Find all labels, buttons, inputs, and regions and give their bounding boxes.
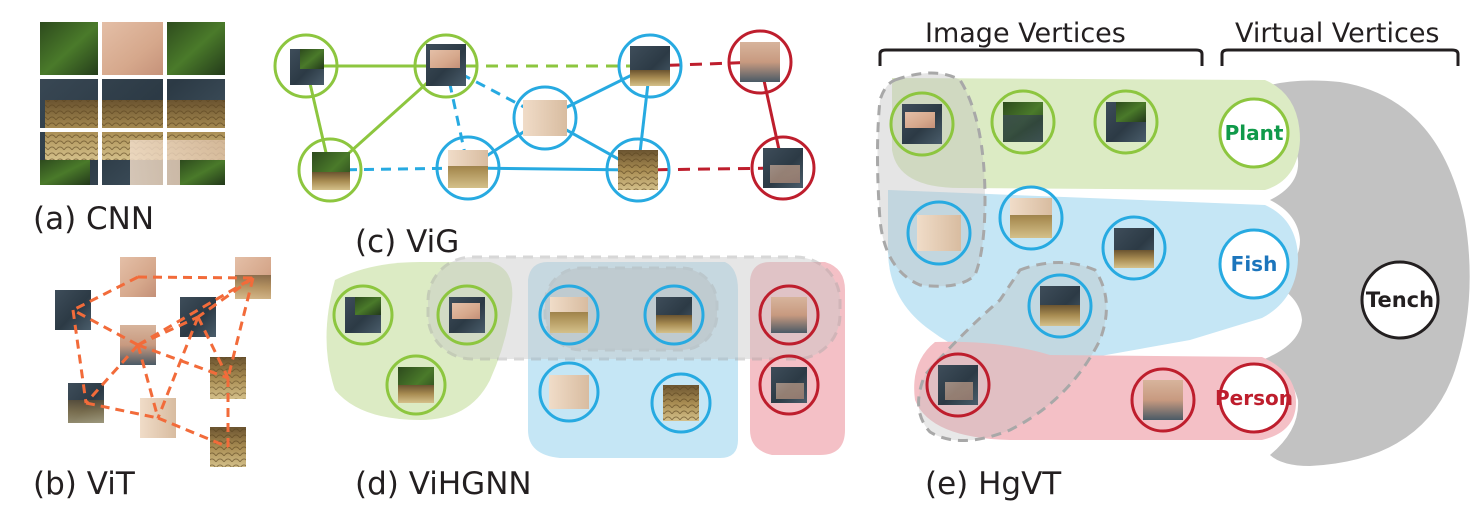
root-vertex-tench: Tench (1360, 260, 1440, 340)
vit-attention-edges (71, 275, 255, 449)
cnn-panel: (a) CNN (33, 22, 225, 237)
tench-region (1262, 80, 1470, 466)
vig-nodes (273, 29, 816, 203)
vihgnn-node-fish-2 (643, 284, 705, 346)
image-vertices-brace (878, 48, 1204, 66)
vit-caption: (b) ViT (33, 466, 136, 502)
vig-node-fish-2 (512, 85, 578, 151)
vihgnn-caption: (d) ViHGNN (355, 466, 532, 502)
virtual-vertex-fish-label: Fish (1231, 252, 1278, 276)
vig-panel: (c) ViG (273, 29, 816, 260)
virtual-vertices-header: Virtual Vertices (1235, 18, 1440, 49)
image-vertices-header: Image Vertices (925, 18, 1126, 49)
vig-node-fish-3 (617, 33, 683, 99)
vig-node-plant-2 (413, 33, 479, 99)
virtual-vertex-plant-label: Plant (1225, 121, 1284, 145)
hgvt-node-fish-2 (998, 185, 1064, 251)
hgvt-image-vertices (889, 89, 1196, 433)
vig-node-plant-1 (273, 33, 339, 99)
vihgnn-node-plant-3 (385, 354, 447, 416)
cnn-caption: (a) CNN (33, 201, 154, 237)
vihgnn-panel: (d) ViHGNN (326, 255, 845, 502)
virtual-vertices-brace (1220, 48, 1460, 66)
vig-node-person-1 (727, 29, 793, 95)
vihgnn-node-fish-3 (538, 361, 600, 423)
hgvt-node-fish-1 (906, 200, 972, 266)
vihgnn-nodes (332, 284, 820, 434)
hgvt-virtual-vertices: Plant Fish Person Tench (1215, 97, 1440, 434)
vit-panel: (b) ViT (33, 257, 271, 502)
virtual-vertex-plant: Plant (1218, 97, 1290, 169)
vihgnn-node-fish-4 (650, 372, 712, 434)
vihgnn-node-person-2 (758, 354, 820, 416)
band-person (914, 341, 1296, 440)
hgvt-node-fish-4 (1027, 273, 1093, 339)
hgvt-node-plant-2 (990, 89, 1056, 155)
hyperedge-gray (426, 255, 842, 361)
hgvt-node-plant-1 (889, 91, 955, 157)
vihgnn-node-plant-1 (332, 284, 394, 346)
hgvt-node-fish-3 (1101, 215, 1167, 281)
hgvt-caption: (e) HgVT (925, 466, 1062, 502)
hgvt-node-person-1 (925, 352, 991, 418)
vig-caption: (c) ViG (355, 224, 459, 260)
vig-node-fish-4 (605, 137, 671, 203)
vig-node-person-2 (750, 135, 816, 201)
vig-node-fish-1 (435, 135, 501, 201)
hgvt-panel: Image Vertices Virtual Vertices (876, 18, 1470, 502)
band-fish (888, 190, 1298, 366)
vihgnn-node-fish-1 (538, 284, 600, 346)
vihgnn-node-plant-2 (436, 284, 498, 346)
virtual-vertex-person: Person (1215, 362, 1293, 434)
virtual-vertex-person-label: Person (1215, 386, 1293, 410)
root-vertex-tench-label: Tench (1366, 288, 1434, 312)
vig-node-plant-3 (297, 137, 363, 203)
hgvt-node-person-2 (1130, 367, 1196, 433)
hgvt-node-plant-3 (1093, 89, 1159, 155)
vihgnn-node-person-1 (758, 284, 820, 346)
virtual-vertex-fish: Fish (1218, 228, 1290, 300)
